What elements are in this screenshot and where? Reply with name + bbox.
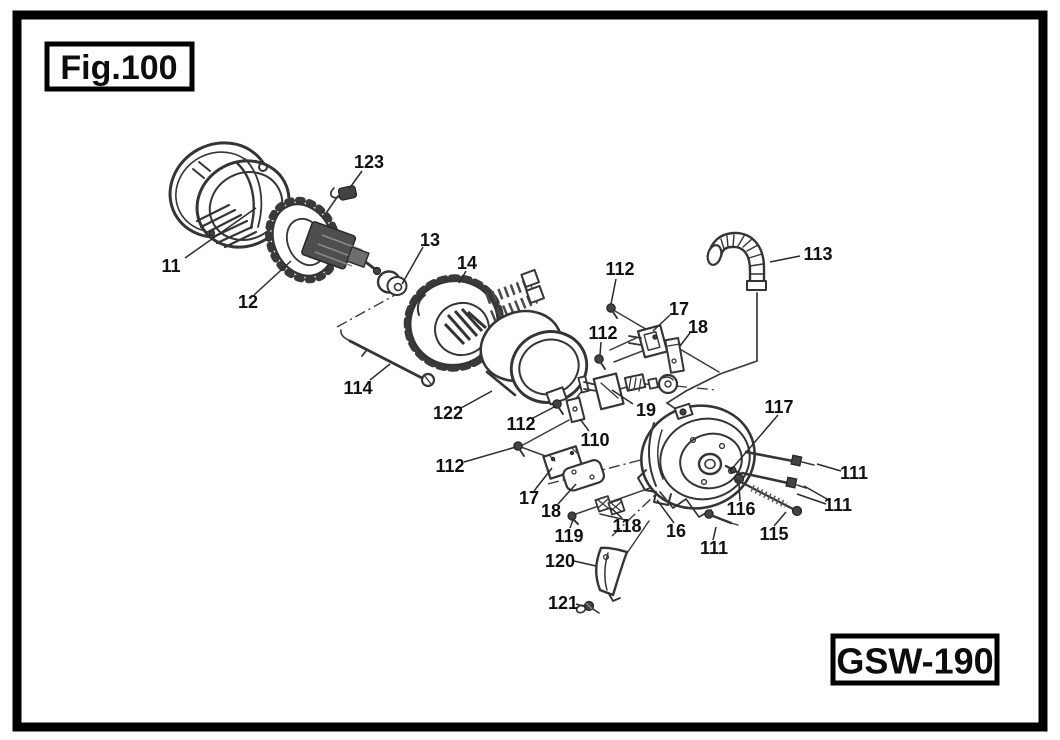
part-label-111-c: 111 (700, 538, 728, 558)
part-label-114: 114 (343, 378, 372, 398)
wire-bundle (485, 277, 533, 305)
part-label-112-b: 112 (588, 323, 617, 343)
part-120-guard-plate (595, 546, 629, 602)
part-label-13: 13 (420, 230, 440, 250)
part-label-113: 113 (803, 244, 832, 264)
part-111-bolt-b (740, 471, 807, 489)
part-113-flex-conduit (706, 231, 767, 291)
part-label-110: 110 (580, 430, 609, 450)
leader-line-11 (184, 207, 257, 259)
part-19-harness (577, 372, 679, 411)
leader-line-119 (569, 519, 574, 529)
part-119-screw (567, 511, 579, 525)
part-18-bracket-upper (664, 337, 685, 374)
part-label-12: 12 (238, 292, 258, 312)
leader-line-112-a (610, 278, 617, 305)
part-label-122: 122 (433, 403, 463, 423)
leader-line-110 (579, 418, 590, 432)
part-label-112-c: 112 (506, 414, 535, 434)
part-label-14: 14 (457, 253, 477, 273)
part-114-rod (340, 329, 436, 388)
part-label-121: 121 (548, 593, 578, 613)
leader-line-111-b (803, 485, 828, 500)
assembly-centerlines (336, 289, 717, 537)
shaft-tip (372, 266, 382, 276)
leader-line-18-a (679, 332, 691, 347)
leader-line-112-c (532, 405, 557, 419)
leader-line-120 (573, 560, 597, 567)
part-17-switch-upper (628, 324, 669, 359)
leader-line-114 (369, 363, 391, 381)
leader-line-117 (729, 414, 779, 472)
leader-line-19 (611, 389, 634, 405)
part-12-rotor-assembly (265, 196, 382, 284)
part-label-18-a: 18 (688, 317, 708, 337)
part-label-115: 115 (759, 524, 788, 544)
leader-line-123 (348, 170, 363, 190)
part-label-119: 119 (554, 526, 583, 546)
leader-line-111-a (816, 463, 842, 472)
leader-line-111-b (796, 493, 827, 505)
part-label-111-b: 111 (824, 495, 852, 515)
figure-number: Fig.100 (60, 49, 177, 87)
model-number: GSW-190 (836, 641, 993, 682)
leader-line-121 (575, 603, 587, 608)
leader-line-17-a (652, 314, 671, 332)
part-118-clamp (594, 495, 627, 521)
leader-line-16 (656, 499, 675, 524)
commutator (345, 246, 370, 269)
part-label-111-a: 111 (840, 463, 868, 483)
part-111-bolt-c (704, 509, 739, 526)
part-110-bracket (565, 396, 586, 424)
part-label-17-a: 17 (669, 299, 689, 319)
stator-windings (443, 307, 487, 346)
leader-line-122 (460, 390, 493, 409)
part-111-bolt-a (744, 450, 815, 467)
leader-line-116 (738, 483, 741, 502)
part-123-wire-clip (315, 185, 358, 231)
part-label-112-d: 112 (435, 456, 464, 476)
leader-line-113 (769, 255, 801, 263)
wire-bundle (489, 292, 539, 322)
leader-line-17-b (533, 467, 553, 492)
part-label-17-b: 17 (519, 488, 539, 508)
leader-line-12 (253, 260, 292, 296)
part-112-screw-d (513, 441, 525, 457)
part-label-18-b: 18 (541, 501, 561, 521)
part-115-long-bolt (735, 478, 803, 517)
part-label-117: 117 (764, 397, 793, 417)
part-label-120: 120 (545, 551, 575, 571)
part-14-stator (403, 268, 545, 372)
part-label-118: 118 (612, 516, 641, 536)
leader-line-111-c (712, 526, 717, 541)
leader-line-115 (773, 511, 787, 527)
part-label-19: 19 (636, 400, 656, 420)
leader-line-13 (401, 246, 424, 285)
part-label-16: 16 (666, 521, 686, 541)
leader-line-18-b (557, 483, 577, 505)
conduit-ribs (720, 234, 765, 275)
leader-line-112-b (599, 341, 602, 356)
part-122-housing-shell (479, 309, 589, 406)
part-label-116: 116 (726, 499, 755, 519)
figure-number-box: Fig.100 (44, 41, 195, 92)
leader-line-118 (610, 507, 623, 519)
page-border-frame (12, 10, 1048, 732)
part-label-112-a: 112 (605, 259, 634, 279)
part-18-plate-lower (562, 459, 606, 492)
leader-line-112-d (463, 446, 517, 463)
model-number-box: GSW-190 (830, 633, 1000, 686)
part-112-screw-b (594, 354, 606, 370)
wiring-lines (520, 292, 758, 557)
part-121-screw (575, 600, 600, 614)
hub (697, 452, 723, 476)
part-13-bearing (376, 270, 408, 296)
part-label-123: 123 (354, 152, 384, 172)
leader-line-14 (458, 270, 467, 284)
part-label-11: 11 (161, 256, 180, 276)
